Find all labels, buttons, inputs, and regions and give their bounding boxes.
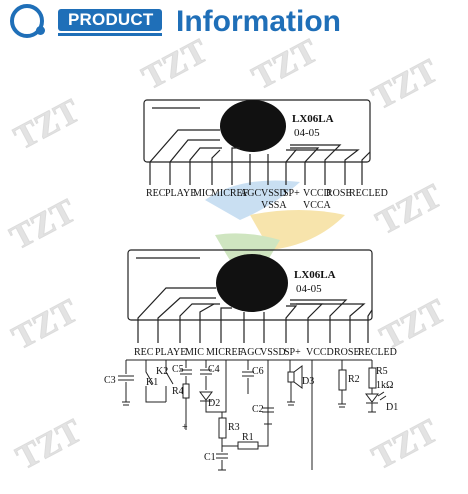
label-k1: K1 (146, 377, 158, 388)
label-r5-value: 1kΩ (376, 380, 393, 391)
chip-blob-top (220, 100, 286, 152)
pin-label: VSSD (261, 188, 287, 199)
module-bottom (127, 249, 373, 343)
watermark: TZT (10, 412, 88, 477)
label-plus: + (182, 422, 188, 433)
chip-label-bottom: LX06LA (294, 269, 336, 281)
pin-label: PLAYE (165, 188, 196, 199)
badge-underline (58, 33, 162, 36)
label-r5: R5 (376, 366, 388, 377)
badge-dot-icon (36, 26, 45, 35)
pin-label: SP+ (283, 188, 300, 199)
chip-label-top: LX06LA (292, 113, 334, 125)
pin-label: MIC (193, 188, 212, 199)
watermark: TZT (246, 32, 324, 97)
label-c3: C3 (104, 375, 116, 386)
chip-code-bottom: 04-05 (296, 283, 322, 295)
chip-blob-bottom (216, 254, 288, 312)
pin-labels-top: REC PLAYE MIC MICREF AGC VSSD SP+ VCCD R… (146, 188, 388, 211)
pin-label: MICREF (206, 347, 244, 358)
pin-label: VCCD (303, 188, 331, 199)
label-c1: C1 (204, 452, 216, 463)
badge-circle-icon (10, 4, 44, 38)
label-r4: R4 (172, 386, 184, 397)
pin-label: VCCD (306, 347, 334, 358)
component-labels: C3 K1 K2 C5 C4 R4 D2 C6 D3 R2 R5 1kΩ D1 … (104, 364, 398, 463)
label-d2: D2 (208, 398, 220, 409)
schematic (118, 359, 387, 471)
pin-label: VSSD (260, 347, 286, 358)
pin-label: PLAYE (155, 347, 186, 358)
watermark: TZT (8, 92, 86, 157)
watermark: TZT (136, 32, 214, 97)
pin-label: SP+ (284, 347, 301, 358)
pin-label: ROSE (326, 188, 352, 199)
pin-label: MIC (185, 347, 204, 358)
pin-label-vcca: VCCA (303, 200, 332, 211)
label-c4: C4 (208, 364, 220, 375)
logo-watermark-icon (205, 180, 345, 290)
header: PRODUCT Information (0, 0, 468, 52)
label-r1: R1 (242, 432, 254, 443)
watermark: TZT (6, 292, 84, 357)
label-d1: D1 (386, 402, 398, 413)
header-title: Information (176, 5, 341, 38)
watermark: TZT (366, 412, 444, 477)
pin-label: RECLED (358, 347, 397, 358)
pin-label: AGC (240, 188, 261, 199)
pin-label: AGC (240, 347, 261, 358)
chip-code-top: 04-05 (294, 127, 320, 139)
pin-label-vssa: VSSA (261, 200, 287, 211)
label-c5: C5 (172, 364, 184, 375)
label-c6: C6 (252, 366, 264, 377)
watermark: TZT (4, 192, 82, 257)
pin-label: REC (134, 347, 154, 358)
pin-label: REC (146, 188, 166, 199)
product-badge: PRODUCT (58, 9, 162, 31)
label-r3: R3 (228, 422, 240, 433)
watermark: TZT (366, 52, 444, 117)
pin-label: MICREF (211, 188, 249, 199)
pin-labels-bottom: REC PLAYE MIC MICREF AGC VSSD SP+ VCCD R… (134, 347, 397, 358)
label-r2: R2 (348, 374, 360, 385)
label-c2: C2 (252, 404, 264, 415)
pin-label: RECLED (349, 188, 388, 199)
label-k2: K2 (156, 366, 168, 377)
pin-label: ROSE (334, 347, 360, 358)
module-top (143, 99, 371, 185)
label-d3: D3 (302, 376, 314, 387)
